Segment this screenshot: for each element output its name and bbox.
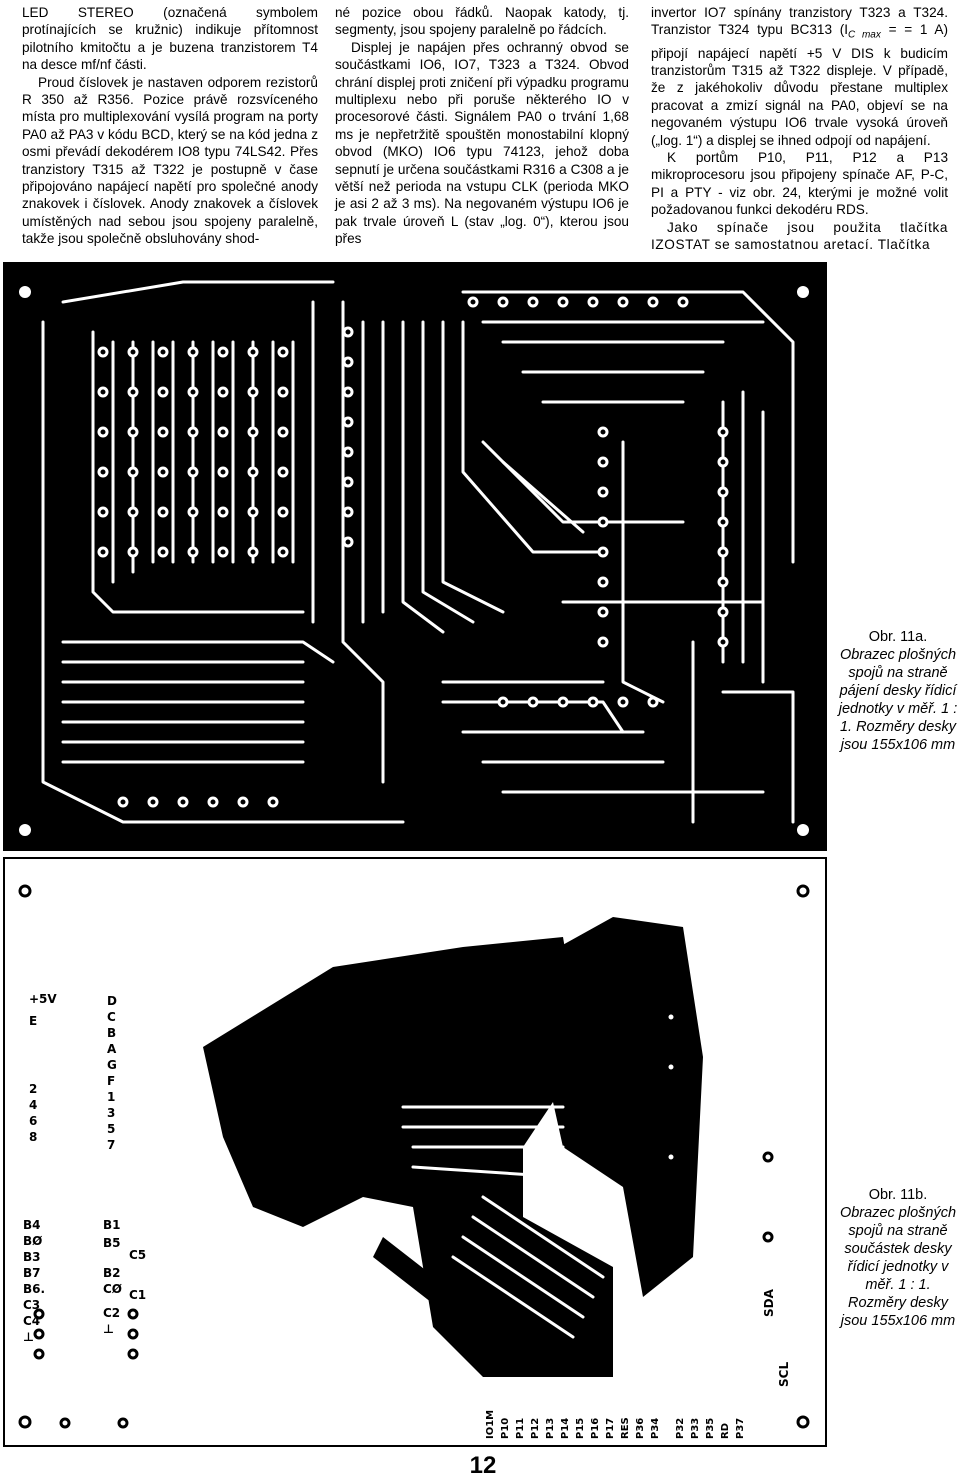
label-3: 3 (107, 1106, 115, 1120)
label-p10: P10 (500, 1418, 511, 1439)
label-p32: P32 (675, 1418, 686, 1439)
pcb-solder-side-figure (3, 262, 827, 851)
label-ground-b: ⊥ (103, 1322, 114, 1336)
figure-label: Obr. 11b. (868, 1187, 928, 1203)
paragraph: LED STEREO (označená symbolem protínajíc… (22, 5, 318, 73)
page-number: 12 (469, 1452, 497, 1479)
paragraph: Displej je napájen přes ochranný obvod s… (335, 39, 629, 247)
figure-caption-11b: Obr. 11b. Obrazec plošných spojů na stra… (836, 1186, 960, 1330)
label-8: 8 (29, 1130, 37, 1144)
label-c2: C2 (103, 1306, 120, 1320)
label-1: 1 (107, 1090, 115, 1104)
label-rd: RD (720, 1423, 731, 1439)
label-plus5v: +5V (29, 992, 57, 1006)
label-b6: B6. (23, 1282, 45, 1296)
caption-text: Obrazec plošných spojů na straně součást… (839, 1205, 957, 1329)
caption-text: Obrazec plošných spojů na straně pájení … (838, 647, 958, 753)
label-b5: B5 (103, 1236, 121, 1250)
label-b0: BØ (23, 1234, 42, 1248)
label-d: D (107, 994, 117, 1008)
label-b: B (107, 1026, 116, 1040)
paragraph: né pozice obou řádků. Naopak katody, tj.… (335, 5, 629, 38)
label-c3: C3 (23, 1298, 40, 1312)
label-p15: P15 (575, 1418, 586, 1439)
label-p35: P35 (705, 1418, 716, 1439)
text-column-1: LED STEREO (označená symbolem protínajíc… (22, 4, 318, 248)
label-b1: B1 (103, 1218, 121, 1232)
label-b7: B7 (23, 1266, 41, 1280)
label-p34: P34 (650, 1418, 661, 1439)
label-b3: B3 (23, 1250, 41, 1264)
label-6: 6 (29, 1114, 37, 1128)
text-column-2: né pozice obou řádků. Naopak katody, tj.… (335, 4, 629, 248)
label-res: RES (620, 1417, 631, 1439)
label-5: 5 (107, 1122, 115, 1136)
label-c0: CØ (103, 1282, 122, 1296)
label-c: C (107, 1010, 116, 1024)
label-io1m: IO1M (485, 1410, 496, 1439)
pcb-component-side-figure: +5V E 2 4 6 8 D C B A G F 1 3 5 7 B4 BØ … (3, 857, 827, 1447)
label-b2: B2 (103, 1266, 121, 1280)
figure-label: Obr. 11a. (868, 629, 928, 645)
label-2: 2 (29, 1082, 37, 1096)
paragraph: K portům P10, P11, P12 a P13 mikroproces… (651, 149, 948, 218)
label-p37: P37 (735, 1418, 746, 1439)
paragraph: invertor IO7 spínány tranzistory T323 a … (651, 4, 948, 149)
label-p14: P14 (560, 1418, 571, 1439)
label-ground-a: ⊥ (23, 1330, 34, 1344)
label-7: 7 (107, 1138, 115, 1152)
label-p33: P33 (690, 1418, 701, 1439)
label-f: F (107, 1074, 115, 1088)
text-run: invertor IO7 spínány tranzistory T323 a … (651, 5, 948, 38)
figure-caption-11a: Obr. 11a. Obrazec plošných spojů na stra… (836, 628, 960, 754)
label-p12: P12 (530, 1418, 541, 1439)
label-p13: P13 (545, 1418, 556, 1439)
label-p36: P36 (635, 1418, 646, 1439)
label-sda: SDA (762, 1288, 776, 1317)
label-e: E (29, 1014, 37, 1028)
label-c5: C5 (129, 1248, 146, 1262)
label-c1: C1 (129, 1288, 146, 1302)
paragraph: Proud číslovek je nastaven odporem rezis… (22, 74, 318, 247)
label-a: A (107, 1042, 117, 1056)
label-b4: B4 (23, 1218, 41, 1232)
subscript: C max (848, 30, 881, 42)
label-p16: P16 (590, 1418, 601, 1439)
label-scl: SCL (777, 1362, 791, 1387)
label-g: G (107, 1058, 117, 1072)
label-4: 4 (29, 1098, 37, 1112)
paragraph: Jako spínače jsou použita tlačítka IZOST… (651, 219, 948, 252)
text-column-3: invertor IO7 spínány tranzistory T323 a … (651, 4, 948, 253)
label-c4: C4 (23, 1314, 40, 1328)
text-run: = = 1 A) připojí napájecí napětí +5 V DI… (651, 22, 948, 148)
label-p11: P11 (515, 1418, 526, 1439)
label-p17: P17 (605, 1418, 616, 1439)
